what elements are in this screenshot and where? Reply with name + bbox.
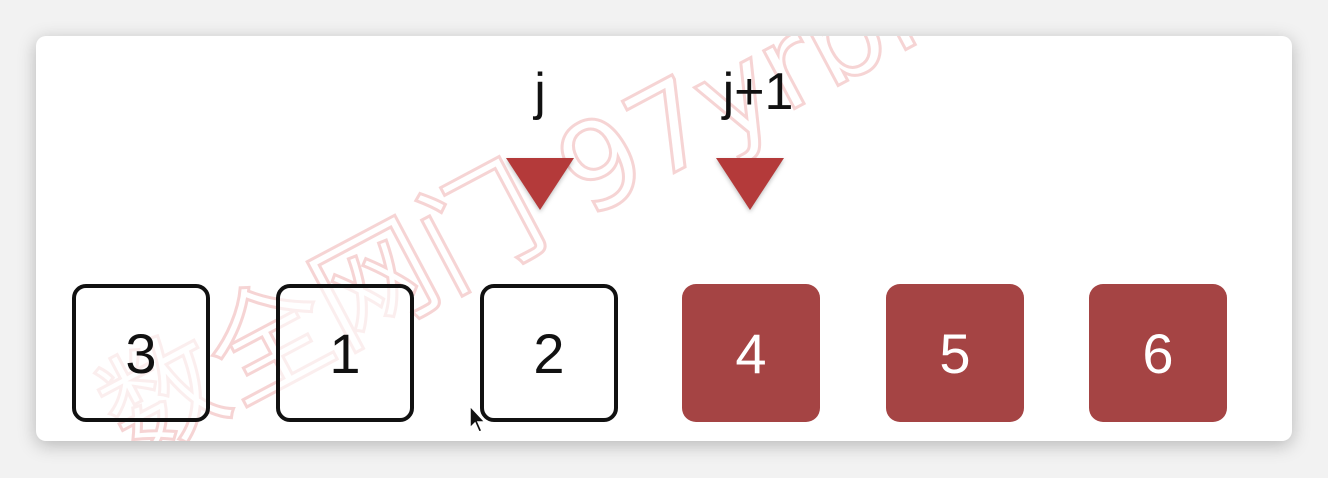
- array-cell-1: 1: [276, 284, 414, 422]
- array-cell-2: 2: [480, 284, 618, 422]
- pointer-j-plus-1-arrow: [716, 158, 784, 210]
- array-cell-4: 5: [886, 284, 1024, 422]
- array-cell-0: 3: [72, 284, 210, 422]
- pointer-j-plus-1-label: j+1: [722, 63, 794, 121]
- diagram-canvas: 数全网门 97yrbl.com j j+1 3 1 2 4 5 6: [36, 36, 1292, 441]
- array-cell-5: 6: [1089, 284, 1227, 422]
- array-cell-3: 4: [682, 284, 820, 422]
- pointer-j-arrow: [506, 158, 574, 210]
- watermark-text: 数全网门 97yrbl.com: [78, 36, 1199, 441]
- mouse-cursor-icon: [469, 404, 487, 433]
- pointer-j-label: j: [534, 63, 546, 121]
